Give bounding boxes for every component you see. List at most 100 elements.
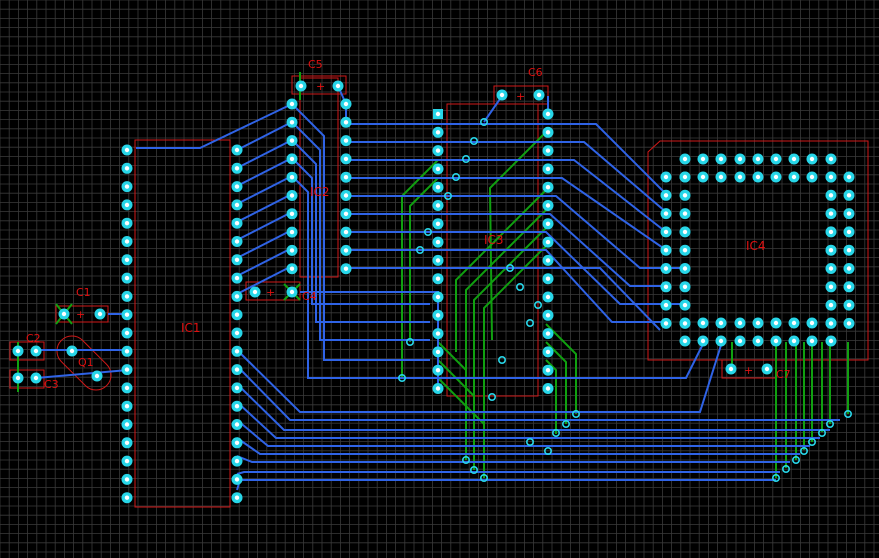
ic2-pad-hole [289,138,295,143]
ic1-pad-hole [124,404,130,409]
ic1-pad-hole [234,147,240,153]
ic4-pad-hole [755,156,761,162]
ic2-pad-hole [289,266,295,271]
ic1-pad-hole [234,221,240,226]
ic4-pad-hole [682,266,688,271]
ic1-pad-hole [124,385,130,391]
ic4-pad-hole [828,248,834,253]
ic1-pad-hole [124,477,130,482]
ic4-pad-hole [700,320,706,326]
ic2-pad-hole [289,156,295,162]
via [469,465,478,474]
ic2-pad-hole [289,248,295,253]
ic3-pad-hole [435,203,441,208]
ic1-outline [134,139,231,508]
ic4-pad-hole [718,174,724,180]
via [543,446,552,455]
ic4-label: IC4 [746,239,766,253]
ic3-pad-hole [435,111,441,117]
via [525,437,534,446]
c2-pad-hole [33,348,39,354]
ic4-pad-hole [682,302,688,308]
ic2-pad-hole [289,120,295,125]
c1-outline [55,305,109,323]
q1-pad-hole [94,373,100,379]
ic4-pad-hole [663,321,669,326]
ic4-pad-hole [718,320,724,326]
ic4-pad-hole [773,174,779,180]
ic2-pad-hole [343,120,349,125]
c3-pad-hole [15,375,21,381]
ic1-pad-hole [234,330,240,336]
ic4-pad-hole [791,338,797,344]
ic4-pad-hole [663,248,669,253]
via [423,228,432,237]
ic3-pad-hole [435,349,441,355]
via [461,155,470,164]
ic4-pad-hole [663,211,669,216]
c6-pad-hole [536,92,542,98]
c4-label: C4 [302,290,317,303]
ic4-pad-hole [700,156,706,162]
ic2-label: IC2 [310,185,330,199]
ic1-pad-hole [234,166,240,171]
pads [12,80,855,504]
bottom-traces [17,72,849,478]
ic4-pad-hole [682,193,688,198]
ic3-pad-hole [545,276,551,281]
ic3-pad-hole [435,368,441,373]
ic1-pad-hole [124,275,130,281]
ic1-pad-hole [124,440,130,445]
ic3-pad-hole [435,185,441,190]
ic1-pad-hole [124,422,130,427]
ic1-pad-hole [234,275,240,281]
ic3-pad-hole [435,313,441,318]
ic1-pad-hole [234,239,240,244]
labels: IC1 IC2 IC3 IC4 C1 C2 C3 C4 C5 C6 C7 Q1 … [26,58,791,391]
c1-plus: + [76,308,85,321]
ic2-pad-hole [343,138,349,143]
ic4-pad-hole [773,338,779,344]
ic2-pad-hole [289,211,295,216]
c1-label: C1 [76,286,91,299]
ic2-pad-hole [289,229,295,235]
ic1-pad-hole [124,257,130,262]
ic1-pad-hole [124,458,130,464]
via [469,137,478,146]
ic4-pad-hole [737,174,743,180]
c1-pad-hole [97,311,103,317]
ic4-pad-hole [828,156,834,162]
c7-pad-hole [764,366,770,372]
ic2-pad-hole [343,193,349,198]
ic4-pad-hole [682,284,688,289]
ic3-pad-hole [435,276,441,281]
ic4-pad-hole [737,320,743,326]
via [817,428,826,437]
via [771,473,780,482]
ic1-pad-hole [124,367,130,372]
ic4-pad-hole [682,174,688,180]
ic3-pad-hole [545,221,551,226]
ic4-pad-hole [682,229,688,235]
ic4-pad-hole [791,174,797,180]
ic4-pad-hole [846,211,852,216]
ic3-pad-hole [545,386,551,391]
ic4-pad-hole [809,174,815,180]
via [397,373,406,382]
ic4-pad-hole [682,338,688,344]
ic2-pad-hole [343,156,349,162]
ic3-pad-hole [545,239,551,245]
ic3-pad-hole [435,386,441,391]
ic3-pad-hole [545,313,551,318]
ic1-pad-hole [234,458,240,464]
ic3-pad-hole [545,185,551,190]
via [443,192,452,201]
ic4-pad-hole [791,320,797,326]
ic1-pad-hole [234,440,240,445]
ic3-pad-hole [435,166,441,172]
ic1-pad-hole [124,330,130,336]
ic2-pad-hole [343,229,349,235]
ic3-label: IC3 [484,233,504,247]
c4-plus: + [266,286,275,299]
